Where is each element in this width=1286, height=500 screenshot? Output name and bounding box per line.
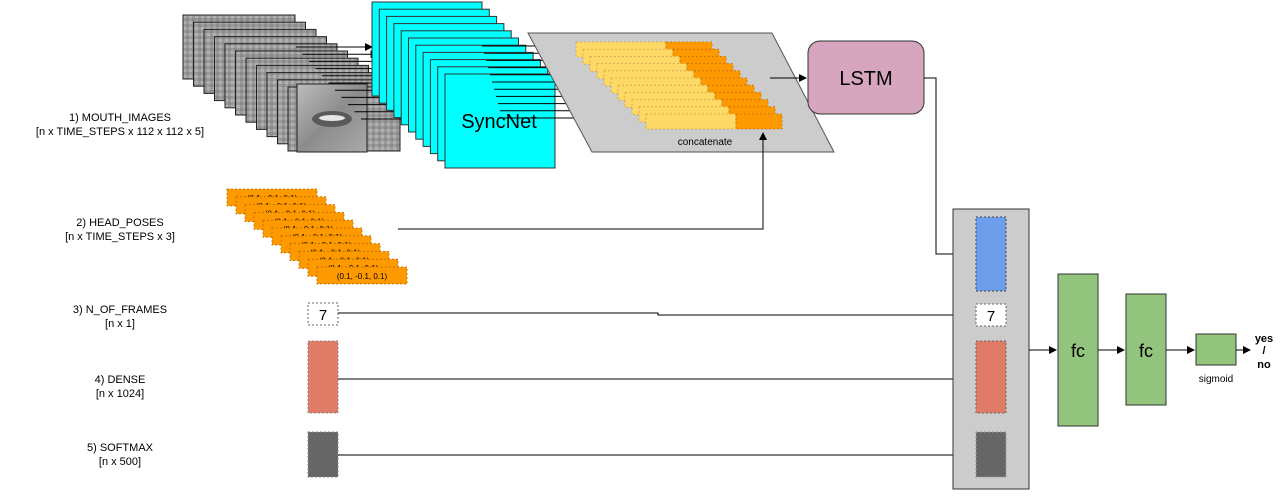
dense-input-box bbox=[307, 340, 339, 414]
mouth-images-name: 1) MOUTH_IMAGES bbox=[68, 112, 172, 124]
dense-shape: [n x 1024] bbox=[95, 388, 145, 400]
dense-name: 4) DENSE bbox=[94, 374, 146, 386]
head-poses-label: 2) HEAD_POSES [n x TIME_STEPS x 3] bbox=[20, 216, 220, 244]
dense-label: 4) DENSE [n x 1024] bbox=[20, 373, 220, 401]
concat-yellow-seg bbox=[645, 113, 737, 130]
fc1-label: fc bbox=[1071, 341, 1085, 361]
output-yes: yes bbox=[1255, 333, 1273, 345]
mouth-images-label: 1) MOUTH_IMAGES [n x TIME_STEPS x 112 x … bbox=[20, 111, 220, 139]
mouth-images-shape: [n x TIME_STEPS x 112 x 112 x 5] bbox=[35, 126, 205, 138]
frames-arrow bbox=[338, 311, 975, 319]
lstm-label: LSTM bbox=[839, 68, 892, 90]
frames-slot bbox=[975, 303, 1007, 327]
frames-name: 3) N_OF_FRAMES bbox=[72, 304, 168, 316]
syncnet-label: SyncNet bbox=[461, 111, 537, 133]
mouth-teeth bbox=[319, 115, 345, 121]
fc1-block bbox=[1057, 273, 1099, 427]
head-poses-name: 2) HEAD_POSES bbox=[76, 217, 164, 229]
frames-slot-value: 7 bbox=[987, 308, 995, 325]
frames-input-value: 7 bbox=[319, 307, 327, 324]
output-slash: / bbox=[1262, 345, 1265, 357]
fc2-label: fc bbox=[1139, 341, 1153, 361]
head-poses-shape: [n x TIME_STEPS x 3] bbox=[65, 231, 175, 243]
softmax-shape: [n x 500] bbox=[98, 456, 142, 468]
softmax-input-box bbox=[307, 431, 339, 478]
head-pose-frame bbox=[316, 266, 408, 285]
concat-orange-seg bbox=[735, 113, 783, 130]
frames-input-box bbox=[307, 302, 339, 326]
concat-feature-stack bbox=[575, 41, 783, 130]
head-pose-to-concat-arrow bbox=[398, 132, 767, 230]
frames-shape: [n x 1] bbox=[105, 318, 135, 330]
frames-label: 3) N_OF_FRAMES [n x 1] bbox=[20, 303, 220, 331]
sigmoid-label: sigmoid bbox=[1199, 374, 1233, 385]
softmax-label: 5) SOFTMAX [n x 500] bbox=[20, 441, 220, 469]
head-poses-stack: (0.1, -0.1, 0.1)(0.1, -0.1, 0.1)(0.1, -0… bbox=[226, 188, 408, 285]
concatenate-label: concatenate bbox=[678, 137, 733, 148]
dense-slot bbox=[975, 340, 1007, 414]
softmax-slot bbox=[975, 431, 1007, 478]
lstm-output-slot bbox=[975, 216, 1007, 292]
softmax-name: 5) SOFTMAX bbox=[86, 442, 153, 454]
mouth-images-stack bbox=[182, 14, 401, 153]
sigmoid-block bbox=[1195, 333, 1237, 366]
head-pose-value: (0.1, -0.1, 0.1) bbox=[337, 272, 388, 281]
output-no: no bbox=[1257, 359, 1271, 371]
